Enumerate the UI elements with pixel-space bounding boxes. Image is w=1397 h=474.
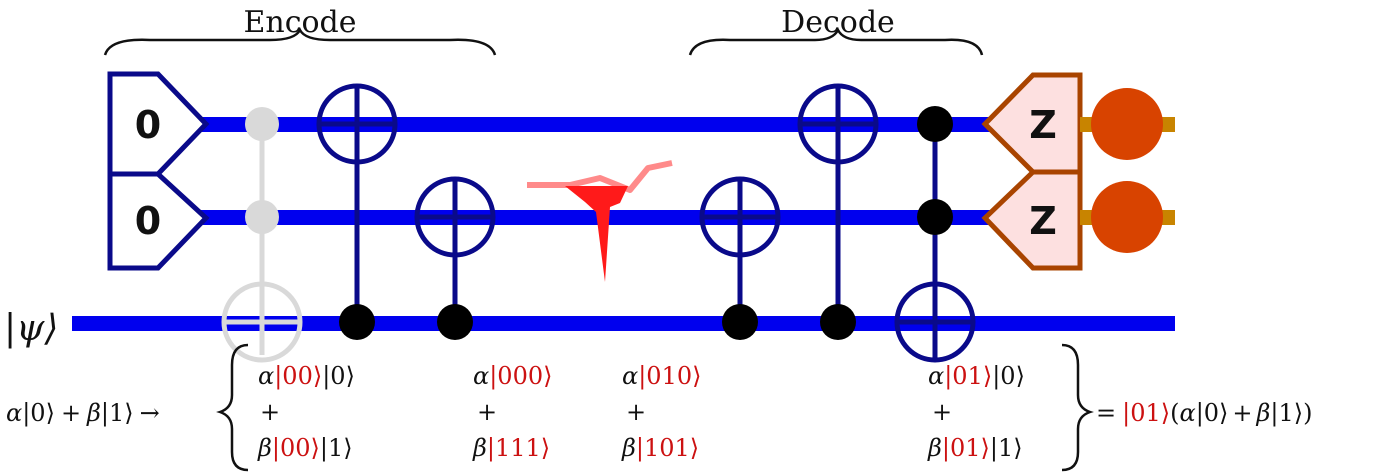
decode-brace (688, 27, 984, 56)
svg-text:α|010⟩: α|010⟩ (622, 362, 701, 391)
state-stage-2: α|000⟩ + β|111⟩ (472, 362, 552, 463)
cnot-decode-2 (797, 83, 879, 340)
prep-gate-0-label: 0 (135, 103, 161, 147)
output-state: =|01⟩(α|0⟩+β|1⟩) (1096, 399, 1313, 428)
prep-gate-0: 0 (107, 71, 210, 177)
svg-text:β|101⟩: β|101⟩ (621, 434, 699, 463)
measure-z-gate-1: Z (981, 169, 1083, 271)
svg-text:+: + (260, 398, 280, 426)
measure-z-label-0: Z (1029, 103, 1057, 147)
state-stage-3: α|010⟩ + β|101⟩ (621, 362, 701, 463)
measure-z-gate-0: Z (981, 72, 1083, 175)
toffoli-gate (894, 106, 976, 363)
prep-gate-1-label: 0 (135, 199, 161, 243)
svg-text:β|01⟩|1⟩: β|01⟩|1⟩ (927, 434, 1023, 463)
measure-z-label-1: Z (1029, 199, 1057, 243)
detector-dot-0 (1091, 88, 1163, 160)
encode-label: Encode (243, 5, 356, 40)
decode-label: Decode (781, 5, 895, 40)
psi-ket-label: |ψ⟩ (4, 308, 58, 349)
input-state: α|0⟩+β|1⟩→ (6, 399, 160, 428)
cnot-control-dot (437, 304, 473, 340)
cnot-encode-1 (316, 83, 398, 340)
faded-control-dot (245, 200, 279, 234)
svg-text:+: + (477, 398, 497, 426)
encode-brace (103, 27, 497, 56)
svg-text:+: + (626, 398, 646, 426)
left-curly-brace (216, 343, 249, 472)
cnot-control-dot (722, 304, 758, 340)
faded-control-dot (245, 107, 279, 141)
cnot-control-dot (820, 304, 856, 340)
svg-text:α|000⟩: α|000⟩ (473, 362, 552, 391)
toffoli-control-dot (917, 106, 953, 142)
cnot-encode-2 (414, 176, 496, 340)
right-curly-brace (1061, 343, 1094, 472)
detector-dot-1 (1091, 181, 1163, 253)
state-stage-1: α|00⟩|0⟩ + β|00⟩|1⟩ (257, 362, 355, 463)
svg-text:α|01⟩|0⟩: α|01⟩|0⟩ (928, 362, 1025, 391)
cnot-decode-1 (699, 176, 781, 340)
state-stage-4: α|01⟩|0⟩ + β|01⟩|1⟩ (927, 362, 1025, 463)
prep-gate-1: 0 (107, 171, 210, 271)
svg-text:+: + (932, 398, 952, 426)
svg-text:α|00⟩|0⟩: α|00⟩|0⟩ (258, 362, 355, 391)
bit-flip-error-icon (527, 160, 673, 282)
faded-cnot-column (221, 107, 303, 363)
cnot-control-dot (339, 304, 375, 340)
toffoli-control-dot (917, 199, 953, 235)
svg-text:β|111⟩: β|111⟩ (472, 434, 550, 463)
svg-text:β|00⟩|1⟩: β|00⟩|1⟩ (257, 434, 353, 463)
